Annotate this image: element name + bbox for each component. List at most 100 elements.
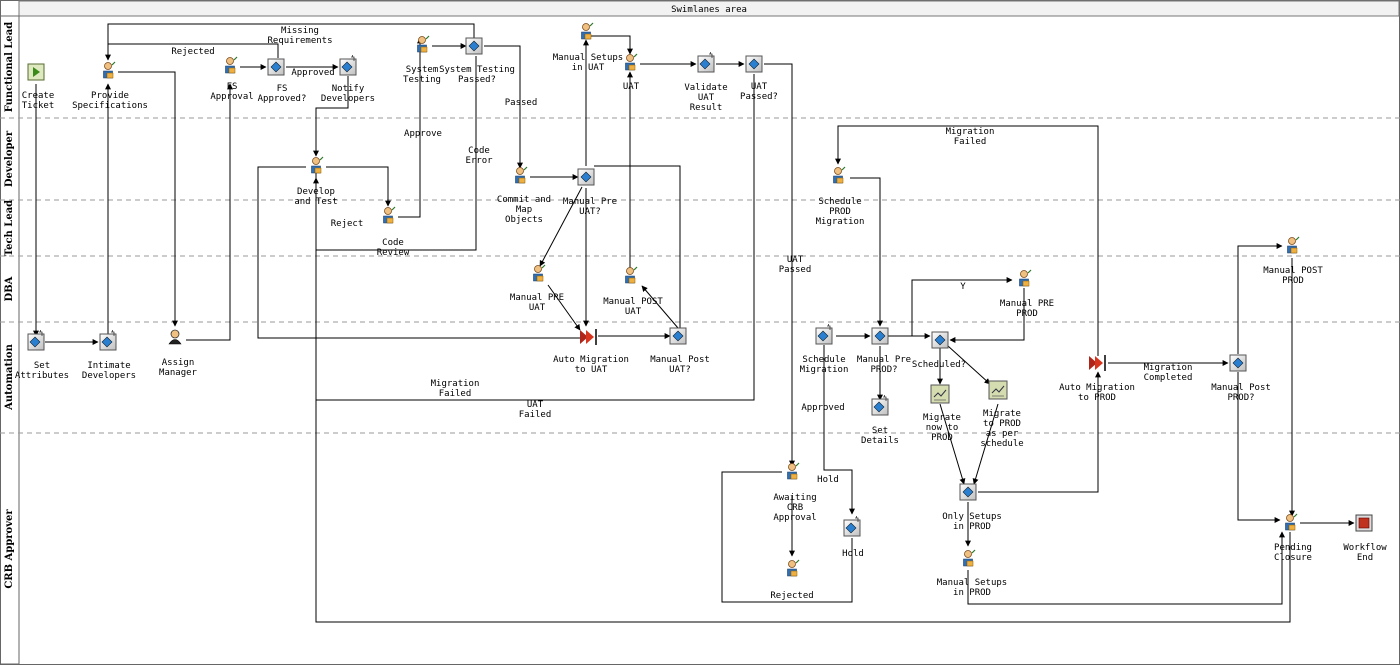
validate-uat-result-node-label: Result <box>690 103 723 113</box>
workflow-end-node-label: End <box>1357 553 1373 563</box>
human-activity-icon <box>625 53 638 71</box>
intimate-developers-node-label: Developers <box>82 371 136 381</box>
swimlanes-header <box>18 0 1400 17</box>
edge-label-code-error: Error <box>465 156 493 166</box>
rejected-node-label: Rejected <box>770 591 813 601</box>
pending-closure-node-label: Closure <box>1274 553 1312 563</box>
lane-developer: Developer <box>4 130 15 187</box>
edge-label-rejected-fs: Rejected <box>171 47 214 57</box>
decision-activity-icon <box>1229 354 1247 372</box>
notify-developers-node-label: Notify <box>332 84 365 94</box>
system-testing-passed-node-label: System Testing <box>439 65 515 75</box>
only-setups-prod-node-label: Only Setups <box>942 512 1002 522</box>
decision-activity-icon <box>871 327 889 345</box>
edge-label-migration-failed-uat: Failed <box>439 389 472 399</box>
manual-post-prod-decision-node-label: Manual Post <box>1211 383 1271 393</box>
manual-pre-uat-decision-node-label: UAT? <box>579 207 601 217</box>
schedule-prod-migration-node-label: Migration <box>816 217 865 227</box>
auto-activity-icon <box>871 395 889 416</box>
manual-post-uat-decision-node-label: Manual Post <box>650 355 710 365</box>
manual-post-prod-node-label: Manual POST <box>1263 266 1323 276</box>
manual-setups-prod-node-label: in PROD <box>953 588 991 598</box>
commit-and-map-objects-node-label: Map <box>516 205 532 215</box>
manual-pre-uat-node-label: Manual PRE <box>510 293 564 303</box>
auto-activity-icon <box>99 330 117 351</box>
lane-functional-lead: Functional Lead <box>4 22 15 113</box>
schedule-migration-node-label: Migration <box>800 365 849 375</box>
awaiting-crb-approval-node-label: CRB <box>787 503 803 513</box>
decision-activity-icon <box>959 483 977 501</box>
human-activity-icon <box>787 559 800 577</box>
awaiting-crb-approval-node-label: Awaiting <box>773 493 816 503</box>
migrate-now-node-label: now to <box>926 423 959 433</box>
human-activity-icon <box>417 35 430 53</box>
auto-migration-prod-node-label: to PROD <box>1078 393 1116 403</box>
set-attributes-node-label: Set <box>34 361 50 371</box>
set-details-node-label: Set <box>872 426 888 436</box>
hold-node[interactable]: Hold <box>842 516 864 559</box>
edge-label-y-edge: Y <box>960 282 966 292</box>
end-activity-icon <box>1355 514 1373 532</box>
manual-pre-prod-node-label: Manual PRE <box>1000 299 1054 309</box>
lane-label-column <box>0 15 20 665</box>
human-activity-icon <box>963 549 976 567</box>
manual-post-uat-decision-node-label: UAT? <box>669 365 691 375</box>
rejected-node[interactable]: Rejected <box>770 559 814 601</box>
pending-closure-node-label: Pending <box>1274 543 1312 553</box>
uat-node[interactable]: UAT <box>623 53 640 92</box>
auto-activity-icon <box>815 324 833 345</box>
schedule-migration-node-label: Schedule <box>802 355 845 365</box>
only-setups-prod-node-label: in PROD <box>953 522 991 532</box>
manual-pre-prod-node-label: PROD <box>1016 309 1038 319</box>
human-activity-icon <box>625 266 638 284</box>
assign-manager-node-label: Assign <box>162 358 195 368</box>
manual-pre-uat-node-label: UAT <box>529 303 546 313</box>
auto-activity-icon <box>697 52 715 73</box>
schedule-prod-migration-node-label: Schedule <box>818 197 861 207</box>
connectors <box>33 23 1355 623</box>
edge-label-migration-failed-top: Failed <box>954 137 987 147</box>
scheduled-decision-node[interactable]: Scheduled? <box>912 331 966 370</box>
edge-label-uat-failed: UAT <box>527 400 544 410</box>
intimate-developers-node-label: Intimate <box>87 361 130 371</box>
human-activity-icon <box>1287 236 1300 254</box>
auto-activity-icon <box>27 330 45 351</box>
